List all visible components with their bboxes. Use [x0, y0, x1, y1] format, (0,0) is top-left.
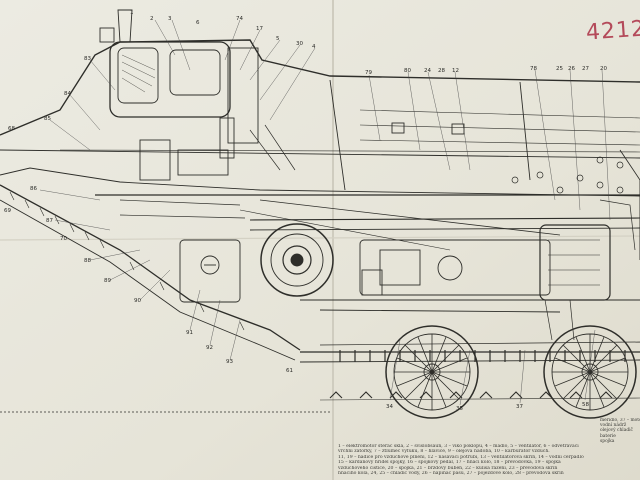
- legend-line: vzduchového čističe, 20 – spojka, 21 – b…: [338, 465, 558, 471]
- legend-side-line: spojka: [600, 438, 615, 444]
- legend-line: hnacího kola, 24, 25 – chladič vody, 26 …: [338, 471, 564, 477]
- svg-text:20: 20: [600, 66, 607, 72]
- svg-text:89: 89: [104, 278, 111, 284]
- callout-leaders: [39, 19, 611, 406]
- svg-text:37: 37: [516, 404, 523, 410]
- svg-text:2: 2: [150, 16, 154, 22]
- legend-side-line: baterie: [600, 433, 616, 439]
- svg-text:58: 58: [582, 402, 589, 408]
- svg-text:24: 24: [424, 68, 431, 74]
- legend-side-block: měřidlo, 37 – motor vodní nádrž olejový …: [600, 418, 640, 444]
- svg-text:85: 85: [44, 116, 51, 122]
- svg-text:1: 1: [130, 10, 134, 16]
- legend-text-block: 1 – elektromotor stěrač skla, 2 – svislo…: [338, 444, 638, 476]
- svg-text:91: 91: [186, 330, 193, 336]
- svg-text:70: 70: [60, 236, 67, 242]
- svg-text:83: 83: [84, 56, 91, 62]
- svg-text:87: 87: [46, 218, 53, 224]
- svg-text:12: 12: [452, 68, 459, 74]
- svg-text:26: 26: [568, 66, 575, 72]
- callout-labels: 74 17 5 30 4 3 2 1 6 79 80 24 28 12 78 2…: [4, 10, 607, 412]
- svg-text:35: 35: [456, 406, 463, 412]
- svg-text:5: 5: [276, 36, 280, 42]
- svg-text:4: 4: [312, 44, 316, 50]
- svg-text:88: 88: [84, 258, 91, 264]
- tank-drawing: [0, 9, 640, 419]
- legend-line: 15 – kardanový hřídel spojky, 16 – spojk…: [338, 460, 561, 466]
- svg-text:93: 93: [226, 359, 233, 365]
- svg-text:80: 80: [404, 68, 411, 74]
- svg-text:30: 30: [296, 41, 303, 47]
- svg-text:28: 28: [438, 68, 445, 74]
- legend-side-line: olejový chladič: [600, 428, 633, 434]
- legend-line: 11, 19 – hadice pro vzduchové plnění, 12…: [338, 454, 584, 460]
- inventory-stamp: 42127: [585, 15, 640, 46]
- svg-text:68: 68: [8, 126, 15, 132]
- svg-text:61: 61: [286, 368, 293, 374]
- svg-text:86: 86: [30, 186, 37, 192]
- legend-line: vrchní zátorky, 7 – ztlumeč výfuku, 8 – …: [338, 449, 550, 455]
- legend-line: 1 – elektromotor stěrač skla, 2 – svislo…: [338, 444, 579, 449]
- svg-text:6: 6: [196, 20, 200, 26]
- svg-text:92: 92: [206, 345, 213, 351]
- svg-text:69: 69: [4, 208, 11, 214]
- svg-text:25: 25: [556, 66, 563, 72]
- svg-text:34: 34: [386, 404, 393, 410]
- svg-text:79: 79: [365, 70, 372, 76]
- svg-text:74: 74: [236, 16, 243, 22]
- svg-text:3: 3: [168, 16, 172, 22]
- svg-text:17: 17: [256, 26, 263, 32]
- legend-side-line: vodní nádrž: [600, 423, 627, 429]
- svg-text:27: 27: [582, 66, 589, 72]
- svg-text:84: 84: [64, 91, 71, 97]
- svg-text:90: 90: [134, 298, 141, 304]
- svg-text:78: 78: [530, 66, 537, 72]
- legend-side-line: měřidlo, 37 – motor: [600, 418, 640, 423]
